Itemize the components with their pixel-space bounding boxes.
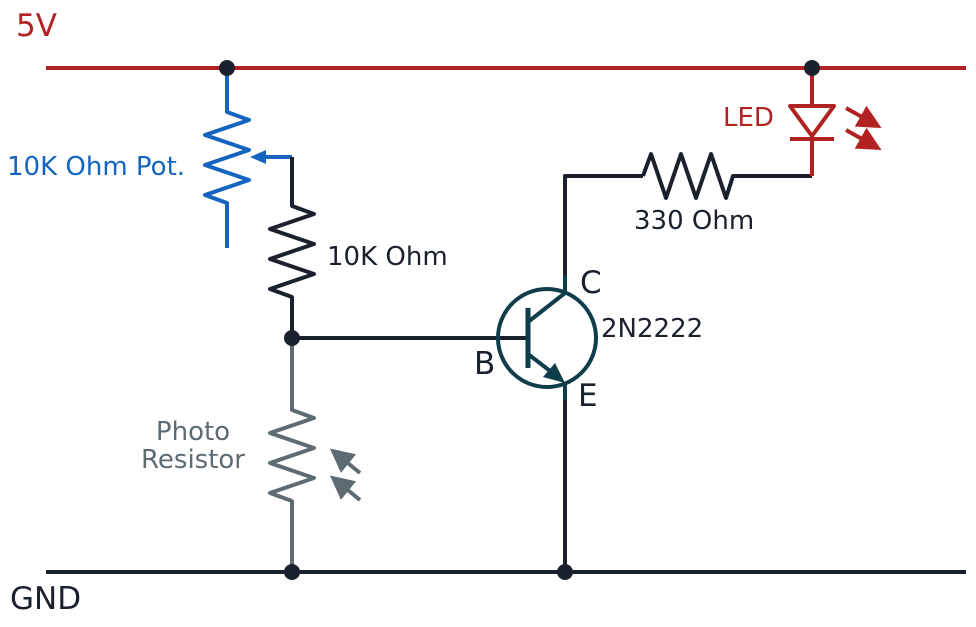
junction-dot: [557, 564, 573, 580]
led: [788, 68, 882, 176]
junction-dot: [284, 564, 300, 580]
photo-resistor-label-line1: Photo: [156, 417, 230, 447]
collector-wire: [563, 174, 643, 275]
photo-resistor-label-line2: Resistor: [141, 445, 245, 475]
resistor-330: [641, 152, 812, 200]
junction-dot: [219, 60, 235, 76]
light-arrow-icon: [329, 475, 362, 502]
photo-resistor: [268, 338, 362, 572]
gnd-label: GND: [10, 581, 81, 617]
pin-b-label: B: [474, 346, 495, 382]
potentiometer: [203, 68, 292, 248]
resistor-330-label: 330 Ohm: [634, 206, 754, 236]
junction-dot: [804, 60, 820, 76]
led-emission-arrow-icon: [845, 105, 882, 128]
pot-label: 10K Ohm Pot.: [7, 152, 185, 182]
resistor-10k: [268, 157, 316, 338]
pin-e-label: E: [578, 378, 598, 414]
pot-wiper-arrow-icon: [250, 150, 266, 164]
resistor-10k-label: 10K Ohm: [327, 242, 448, 272]
pin-c-label: C: [580, 265, 602, 301]
led-label: LED: [723, 103, 774, 133]
light-arrow-icon: [329, 448, 362, 475]
emitter-arrow-icon: [543, 363, 565, 383]
led-emission-arrow-icon: [845, 127, 882, 150]
transistor-label: 2N2222: [601, 314, 703, 344]
vcc-label: 5V: [16, 8, 57, 44]
transistor-2n2222: [496, 275, 598, 400]
junction-dot: [284, 330, 300, 346]
